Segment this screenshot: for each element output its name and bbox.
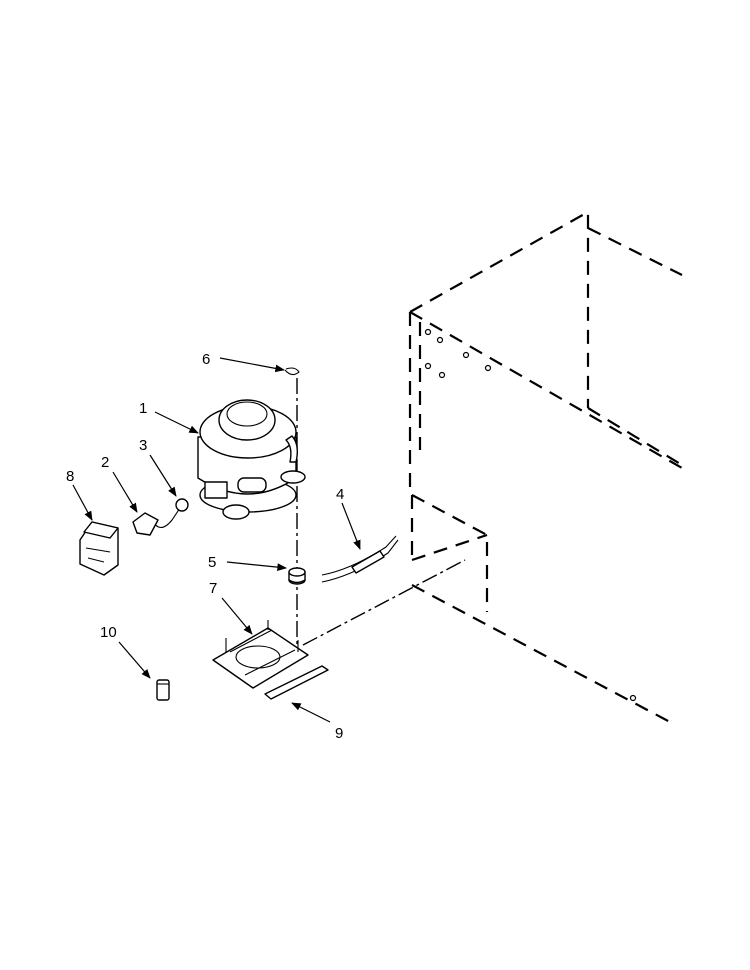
callout-7: 7 <box>209 580 217 597</box>
alignment-lines <box>296 378 466 648</box>
callout-3: 3 <box>139 437 147 454</box>
callout-2: 2 <box>101 454 109 471</box>
callout-6: 6 <box>202 351 210 368</box>
base-rail <box>264 665 329 700</box>
overload <box>132 512 159 536</box>
callout-10: 10 <box>100 624 117 641</box>
overload-cable <box>151 498 189 529</box>
cabinet-outline <box>408 210 683 723</box>
leader-lines <box>72 357 361 723</box>
mounting-holes <box>424 328 637 702</box>
compressor <box>197 399 306 520</box>
callout-8: 8 <box>66 468 74 485</box>
mounting-plate <box>212 620 309 689</box>
callout-1: 1 <box>139 400 147 417</box>
callout-9: 9 <box>335 725 343 742</box>
grommet <box>288 567 306 585</box>
start-relay <box>79 521 119 576</box>
capacitor <box>156 679 170 701</box>
callout-4: 4 <box>336 486 344 503</box>
callout-numbers: 1 2 3 4 5 6 7 8 9 10 <box>66 351 344 742</box>
callout-5: 5 <box>208 554 216 571</box>
tube-assembly <box>321 535 399 583</box>
grommet-clip <box>284 367 300 376</box>
